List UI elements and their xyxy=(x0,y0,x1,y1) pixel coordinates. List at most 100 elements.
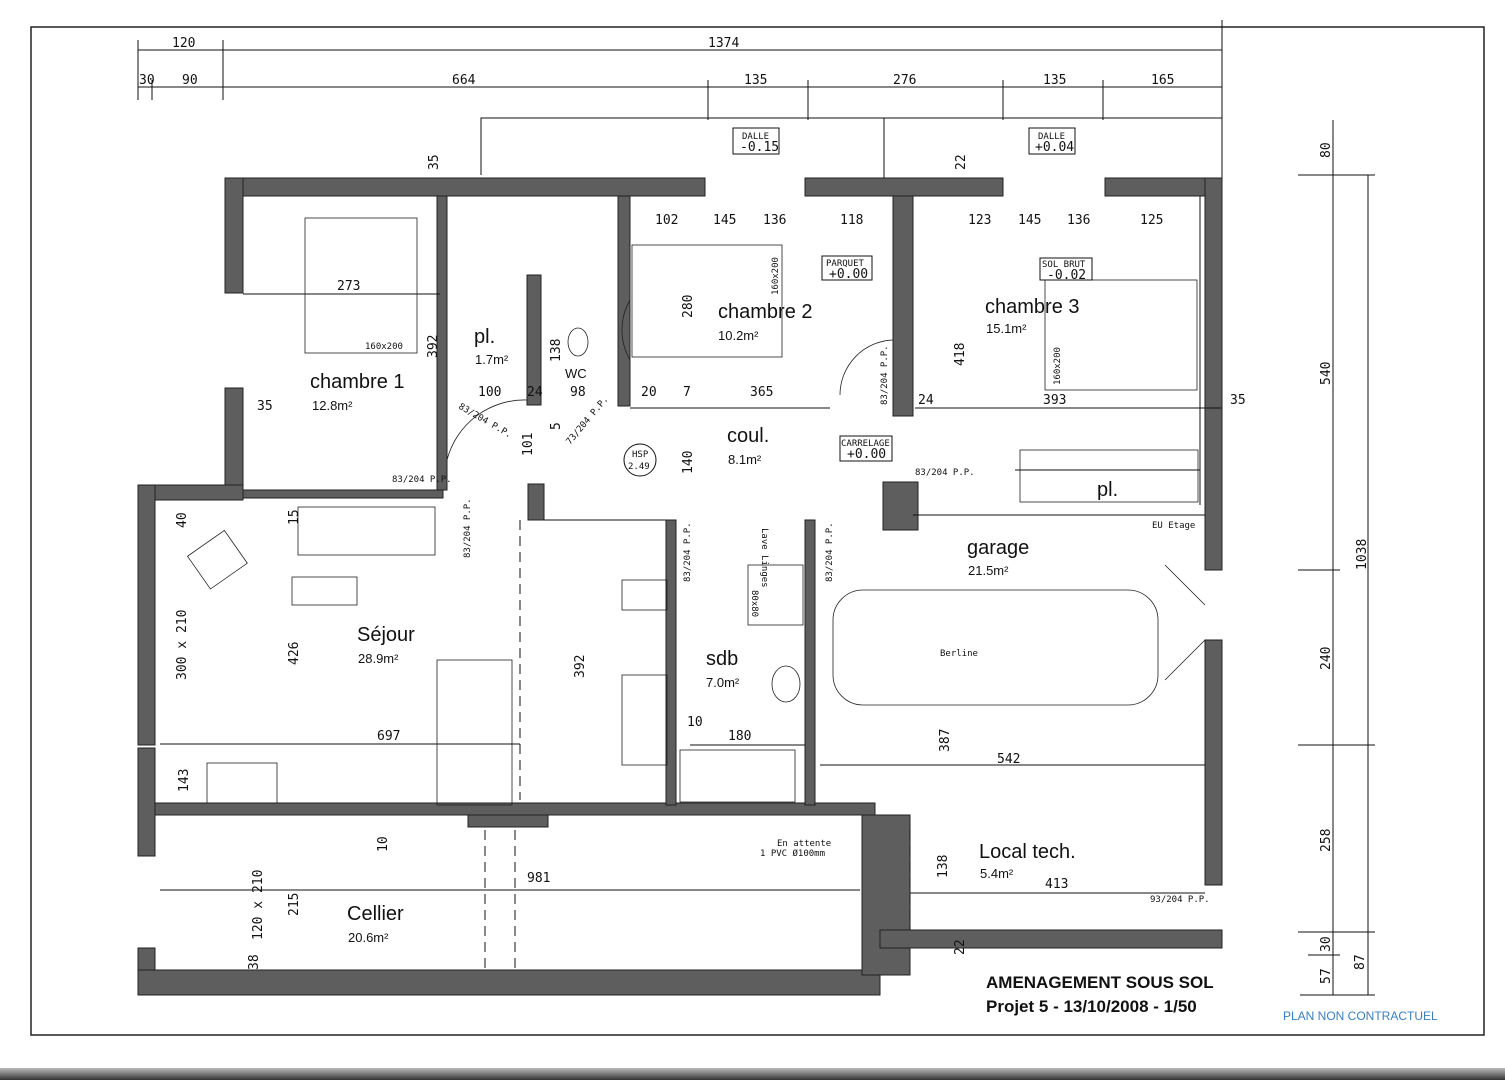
bathtub xyxy=(679,749,796,803)
dim-label: 87 xyxy=(1353,954,1368,970)
coffee-table xyxy=(291,576,358,606)
svg-text:35: 35 xyxy=(257,399,273,414)
room-area: 12.8m² xyxy=(312,398,353,413)
svg-text:101: 101 xyxy=(521,433,536,456)
svg-text:392: 392 xyxy=(426,335,441,358)
room-name: chambre 3 xyxy=(985,296,1080,318)
dining-table xyxy=(436,659,513,806)
svg-text:PARQUET: PARQUET xyxy=(826,259,865,269)
bed-size-label: 160x200 xyxy=(771,257,781,295)
svg-text:35: 35 xyxy=(1230,393,1246,408)
svg-text:387: 387 xyxy=(938,729,953,752)
bed-chambre2 xyxy=(631,244,783,358)
svg-text:145: 145 xyxy=(1018,213,1041,228)
svg-text:15: 15 xyxy=(287,509,302,525)
room-name: coul. xyxy=(727,425,769,447)
dim-label: 135 xyxy=(1043,73,1066,88)
svg-text:7: 7 xyxy=(683,385,691,400)
svg-text:102: 102 xyxy=(655,213,678,228)
dim-label: 258 xyxy=(1319,829,1334,852)
svg-text:180: 180 xyxy=(728,729,751,744)
svg-text:418: 418 xyxy=(953,343,968,366)
svg-text:20: 20 xyxy=(641,385,657,400)
drawing-subtitle: Projet 5 - 13/10/2008 - 1/50 xyxy=(986,997,1197,1016)
svg-text:138: 138 xyxy=(549,339,564,362)
dim-label: 30 xyxy=(1319,936,1334,952)
room-name: chambre 1 xyxy=(310,371,405,393)
svg-text:22: 22 xyxy=(954,154,969,170)
svg-text:DALLE: DALLE xyxy=(1038,132,1065,142)
room-area: 7.0m² xyxy=(706,675,740,690)
top-dimension-lines xyxy=(137,20,1223,180)
furniture xyxy=(186,217,1206,806)
room-name: pl. xyxy=(474,326,495,348)
dim-label: 135 xyxy=(744,73,767,88)
door-label: 83/204 P.P. xyxy=(463,498,473,558)
sink xyxy=(621,674,668,766)
room-area: 20.6m² xyxy=(348,930,389,945)
svg-text:+0.00: +0.00 xyxy=(829,267,868,282)
room-name: Séjour xyxy=(357,624,415,646)
svg-text:125: 125 xyxy=(1140,213,1163,228)
room-name: pl. xyxy=(1097,479,1118,501)
svg-text:10: 10 xyxy=(687,715,703,730)
svg-text:145: 145 xyxy=(713,213,736,228)
room-area: 5.4m² xyxy=(980,866,1014,881)
svg-text:-0.15: -0.15 xyxy=(740,140,779,155)
bed-chambre1 xyxy=(304,217,418,354)
svg-text:2.49: 2.49 xyxy=(628,462,650,472)
drawing-frame xyxy=(30,26,1485,1036)
drawing-title: AMENAGEMENT SOUS SOL xyxy=(986,973,1214,992)
dim-label: 276 xyxy=(893,73,916,88)
svg-text:+0.04: +0.04 xyxy=(1035,140,1074,155)
door-label: 83/204 P.P. xyxy=(683,522,693,582)
svg-text:24: 24 xyxy=(918,393,934,408)
svg-text:+0.00: +0.00 xyxy=(847,447,886,462)
washer-label: Lave Linges xyxy=(759,528,769,588)
svg-text:215: 215 xyxy=(287,893,302,916)
dim-label: 664 xyxy=(452,73,476,88)
svg-text:392: 392 xyxy=(573,655,588,678)
door-label: 83/204 P.P. xyxy=(825,522,835,582)
bottom-scrollbar xyxy=(0,1068,1505,1080)
svg-text:100: 100 xyxy=(478,385,501,400)
svg-text:273: 273 xyxy=(337,279,360,294)
svg-text:-0.02: -0.02 xyxy=(1047,268,1086,283)
svg-text:136: 136 xyxy=(763,213,786,228)
door-label: 83/204 P.P. xyxy=(457,402,514,440)
car xyxy=(832,589,1159,706)
interior-dimensions: 35 22 102 145 136 118 123 145 136 125 27… xyxy=(175,154,1246,970)
dim-label: 1038 xyxy=(1355,539,1370,570)
pipe-label: 1 PVC Ø100mm xyxy=(760,848,825,859)
toilet xyxy=(567,327,589,357)
svg-text:140: 140 xyxy=(681,451,696,474)
svg-text:136: 136 xyxy=(1067,213,1090,228)
dim-label: 90 xyxy=(182,73,198,88)
room-name: chambre 2 xyxy=(718,301,813,323)
svg-text:143: 143 xyxy=(177,769,192,792)
dim-label: 57 xyxy=(1319,968,1334,984)
bed-chambre3 xyxy=(1044,279,1198,391)
svg-text:10: 10 xyxy=(376,836,391,852)
shower-label: 80x80 xyxy=(749,590,759,617)
svg-text:697: 697 xyxy=(377,729,400,744)
room-area: 8.1m² xyxy=(728,452,762,467)
level-tags: DALLE -0.15 DALLE +0.04 PARQUET +0.00 SO… xyxy=(623,127,1093,477)
dim-label: 240 xyxy=(1319,647,1334,670)
svg-text:40: 40 xyxy=(175,512,190,528)
room-name: sdb xyxy=(706,648,738,670)
eu-label: EU Etage xyxy=(1152,521,1195,531)
door-label: 83/204 P.P. xyxy=(880,345,890,405)
disclaimer: PLAN NON CONTRACTUEL xyxy=(1283,1009,1438,1023)
dim-label: 1374 xyxy=(708,36,739,51)
svg-text:35: 35 xyxy=(427,154,442,170)
wardrobe xyxy=(1019,449,1199,503)
room-name: WC xyxy=(565,366,587,381)
room-area: 10.2m² xyxy=(718,328,759,343)
pipe-label: En attente xyxy=(777,839,831,849)
svg-text:393: 393 xyxy=(1043,393,1066,408)
svg-text:123: 123 xyxy=(968,213,991,228)
door-swings xyxy=(446,299,894,461)
svg-text:HSP: HSP xyxy=(632,450,649,460)
